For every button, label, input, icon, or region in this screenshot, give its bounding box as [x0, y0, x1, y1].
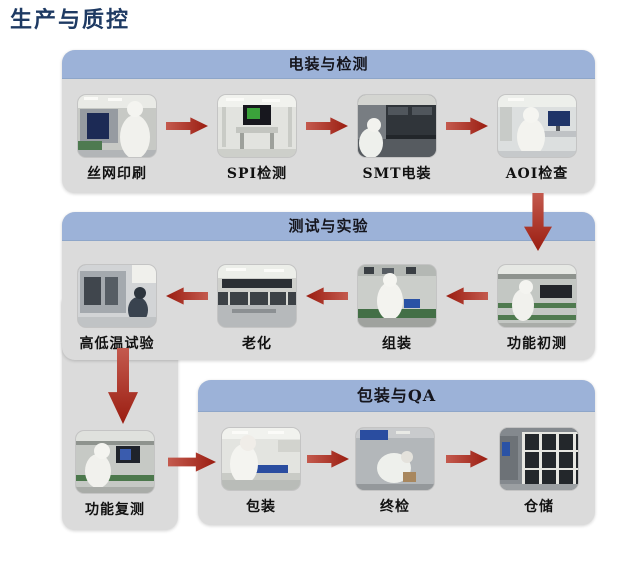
section-assembly-inspection: 电装与检测 丝网印刷	[62, 50, 595, 193]
step-label: 组装	[382, 336, 412, 352]
step-final-inspection: 终检	[340, 428, 450, 516]
assembly-photo	[358, 265, 436, 327]
step-label: 终检	[380, 499, 410, 515]
step-burn-in: 老化	[202, 265, 312, 353]
function-retest-photo	[76, 431, 154, 493]
step-label: 功能复测	[85, 502, 145, 518]
step-assembly: 组装	[342, 265, 452, 353]
step-packing: 包装	[206, 428, 316, 516]
packing-photo	[222, 428, 300, 490]
initial-function-test-photo	[498, 265, 576, 327]
spi-inspection-photo	[218, 95, 296, 157]
step-smt-assembly: SMT电装	[342, 95, 452, 183]
section-test-experiment: 测试与实验 高低温试验	[62, 212, 595, 360]
thermal-test-photo	[78, 265, 156, 327]
screen-printing-photo	[78, 95, 156, 157]
step-warehouse: 仓储	[484, 428, 594, 516]
aoi-inspection-photo	[498, 95, 576, 157]
step-label: AOI检查	[505, 166, 569, 182]
step-screen-printing: 丝网印刷	[62, 95, 172, 183]
step-label: 包装	[246, 499, 276, 515]
page-title: 生产与质控	[10, 7, 131, 33]
step-label: 老化	[242, 336, 272, 352]
step-spi-inspection: SPI检测	[202, 95, 312, 183]
step-label: 丝网印刷	[87, 166, 147, 182]
flow-arrow-right-icon	[446, 450, 488, 468]
step-aoi-inspection: AOI检查	[482, 95, 592, 183]
step-function-retest: 功能复测	[65, 431, 165, 519]
section-header: 测试与实验	[62, 212, 595, 241]
section-header: 电装与检测	[62, 50, 595, 79]
warehouse-photo	[500, 428, 578, 490]
final-inspection-photo	[356, 428, 434, 490]
step-label: 高低温试验	[79, 336, 155, 352]
step-label: SPI检测	[226, 166, 288, 182]
section-header: 包装与QA	[198, 380, 595, 412]
section-packing-qa: 包装与QA 包装	[198, 380, 595, 525]
step-label: SMT电装	[362, 166, 432, 182]
burn-in-photo	[218, 265, 296, 327]
smt-assembly-photo	[358, 95, 436, 157]
step-label: 功能初测	[507, 336, 567, 352]
step-label: 仓储	[524, 499, 554, 515]
step-initial-function-test: 功能初测	[482, 265, 592, 353]
step-thermal-test: 高低温试验	[62, 265, 172, 353]
